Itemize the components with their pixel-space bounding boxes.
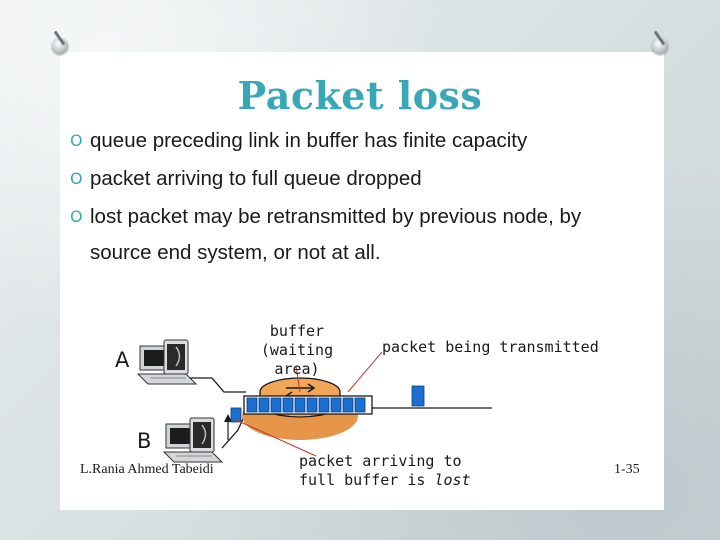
callout-line [295,365,301,393]
bullet-item: O packet arriving to full queue dropped [70,166,680,192]
lost-label-emphasis: lost [434,471,471,489]
packet-queue [243,395,373,415]
pin-icon [52,38,68,54]
buffer-label-line: buffer [269,322,325,340]
lost-packet-label: packet arriving to full buffer is lost [299,452,471,490]
bullet-text: queue preceding link in buffer has finit… [90,129,528,152]
callout-line [347,351,383,393]
link-line [190,377,246,393]
bullet-item: O queue preceding link in buffer has fin… [70,128,680,154]
buffer-label-line: (waiting area) [260,341,334,378]
lost-label-line: packet arriving to [299,452,462,470]
bullet-list: O queue preceding link in buffer has fin… [70,128,680,278]
bullet-text: lost packet may be retransmitted by prev… [90,205,582,228]
computer-icon [136,339,198,385]
host-b-label: B [137,429,152,453]
bullet-marker-icon: O [70,131,83,150]
computer-icon [162,417,224,463]
lost-label-line: full buffer is lost [299,471,471,490]
buffer-label: buffer (waiting area) [240,322,354,379]
bullet-marker-icon: O [70,169,83,188]
bullet-item: O lost packet may be retransmitted by pr… [70,204,680,266]
arrow-icon [224,414,232,422]
transmitted-label: packet being transmitted [382,338,599,356]
bullet-text: packet arriving to full queue dropped [90,167,422,190]
slide-card [60,52,664,510]
packet-icon [411,385,425,407]
lost-label-prefix: full buffer is [299,471,435,489]
packet-icon [230,407,242,423]
slide-title: Packet loss [237,73,483,118]
host-a-label: A [115,348,130,372]
footer-page-number: 1-35 [614,462,640,477]
bullet-marker-icon: O [70,207,83,226]
bullet-text-continuation: source end system, or not at all. [90,241,381,264]
pin-icon [652,38,668,54]
footer-author: L.Rania Ahmed Tabeidi [80,462,214,477]
callout-line [235,419,317,457]
